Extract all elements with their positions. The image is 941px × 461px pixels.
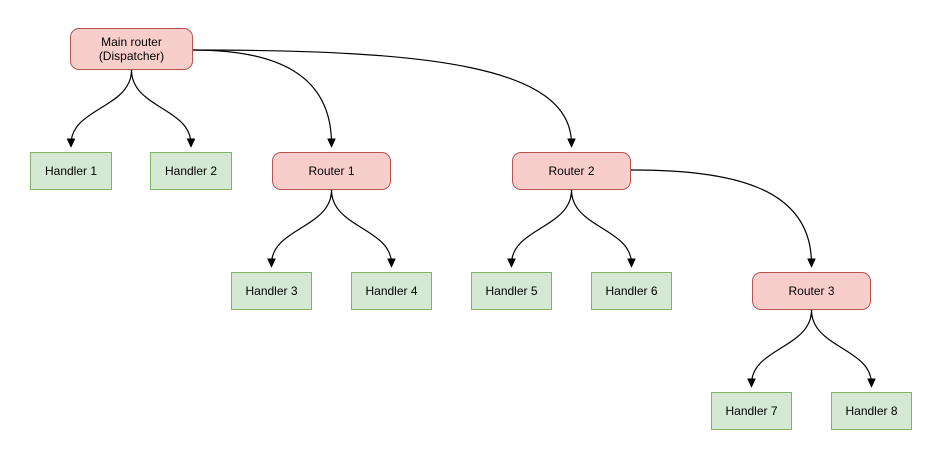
edge-router-2-to-router-3 (630, 169, 812, 264)
node-handler-5[interactable]: Handler 5 (471, 272, 552, 310)
node-label-handler-8: Handler 8 (845, 404, 898, 418)
node-handler-4[interactable]: Handler 4 (351, 272, 432, 310)
edge-main-router-to-router-1 (192, 49, 332, 144)
edge-router-1-to-handler-4 (330, 189, 392, 264)
edge-main-router-to-router-2 (192, 49, 572, 144)
node-label-handler-5: Handler 5 (485, 284, 538, 298)
node-label-router-3: Router 3 (788, 284, 835, 298)
node-handler-2[interactable]: Handler 2 (150, 152, 232, 190)
edge-router-3-to-handler-7 (752, 309, 813, 384)
node-handler-3[interactable]: Handler 3 (231, 272, 312, 310)
node-router-2[interactable]: Router 2 (512, 152, 631, 190)
diagram-edges (71, 49, 872, 384)
node-label-handler-2: Handler 2 (164, 164, 218, 178)
node-label-handler-4: Handler 4 (365, 284, 418, 298)
node-handler-6[interactable]: Handler 6 (591, 272, 672, 310)
edge-main-router-to-handler-2 (130, 69, 192, 144)
node-label-router-1: Router 1 (308, 164, 355, 178)
node-router-1[interactable]: Router 1 (272, 152, 391, 190)
node-label-handler-6: Handler 6 (605, 284, 658, 298)
edge-router-3-to-handler-8 (810, 309, 872, 384)
node-label-router-2: Router 2 (548, 164, 595, 178)
edge-main-router-to-handler-1 (71, 69, 133, 144)
node-label-handler-7: Handler 7 (725, 404, 778, 418)
node-handler-8[interactable]: Handler 8 (831, 392, 912, 430)
node-handler-1[interactable]: Handler 1 (30, 152, 112, 190)
edge-router-2-to-handler-5 (512, 189, 573, 264)
node-handler-7[interactable]: Handler 7 (711, 392, 792, 430)
edge-router-1-to-handler-3 (272, 189, 333, 264)
node-label-main-router: Main router (Dispatcher) (98, 35, 165, 63)
edge-router-2-to-handler-6 (570, 189, 632, 264)
node-label-handler-1: Handler 1 (44, 164, 98, 178)
node-main-router[interactable]: Main router (Dispatcher) (70, 28, 193, 70)
node-label-handler-3: Handler 3 (245, 284, 298, 298)
node-router-3[interactable]: Router 3 (752, 272, 871, 310)
